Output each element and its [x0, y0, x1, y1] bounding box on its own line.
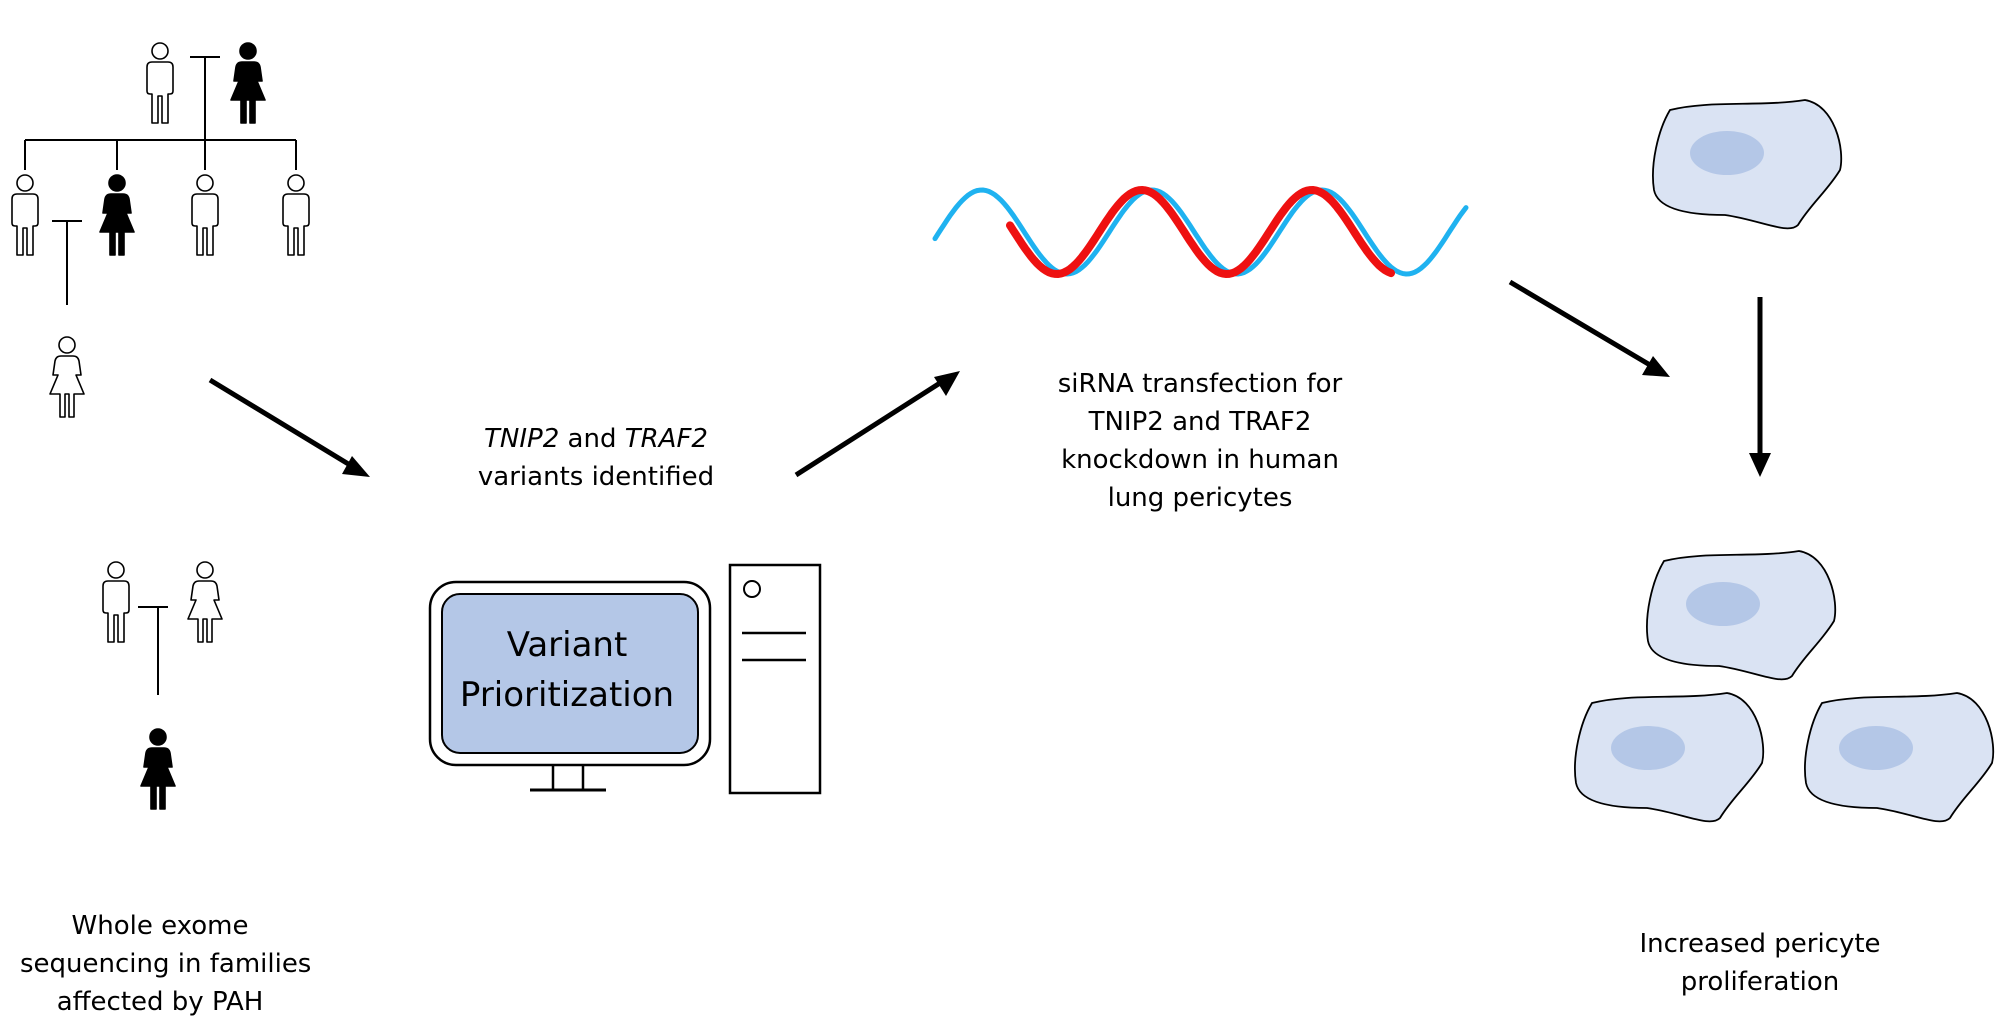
- male-unaffected-icon: [11, 174, 39, 256]
- pericyte-cells: [1574, 99, 1995, 823]
- arrow-computer-to-sirna: [794, 371, 960, 478]
- pericyte-cell: [1804, 692, 1995, 823]
- wes-label-line: affected by PAH: [56, 987, 264, 1017]
- proliferation-label: Increased pericyte proliferation: [1610, 925, 1910, 1001]
- wes-label-line: sequencing in families: [20, 949, 312, 979]
- screen-label: Variant Prioritization: [440, 620, 694, 720]
- screen-label-line: Prioritization: [459, 675, 675, 715]
- proliferation-label-line: proliferation: [1680, 967, 1840, 997]
- sirna-label: siRNA transfection for TNIP2 and TRAF2 k…: [1030, 365, 1370, 517]
- male-unaffected-icon: [102, 561, 130, 643]
- male-unaffected-icon: [191, 174, 219, 256]
- sirna-label-line: knockdown in human: [1061, 445, 1339, 475]
- male-unaffected-icon: [146, 42, 174, 124]
- helix-strand-red: [1006, 185, 1395, 279]
- arrow-sirna-to-cells: [1508, 279, 1670, 377]
- pedigree-lines: [24, 56, 297, 305]
- female-unaffected-icon: [187, 561, 223, 643]
- female-unaffected-icon: [49, 336, 85, 418]
- gene-traf2: TRAF2: [624, 424, 708, 454]
- gene-tnip2: TNIP2: [484, 424, 560, 454]
- power-button-icon: [743, 580, 761, 598]
- male-unaffected-icon: [282, 174, 310, 256]
- proliferation-label-line: Increased pericyte: [1639, 929, 1881, 959]
- female-affected-icon: [140, 728, 176, 810]
- computer-tower: [728, 563, 822, 795]
- variants-label: TNIP2 and TRAF2 variants identified: [436, 420, 756, 496]
- variants-label-line: variants identified: [477, 462, 715, 492]
- arrows: [208, 279, 1771, 478]
- female-affected-icon: [230, 42, 266, 124]
- sirna-label-line: TNIP2 and TRAF2: [1088, 407, 1312, 437]
- wes-label: Whole exome sequencing in families affec…: [20, 907, 312, 1021]
- female-affected-icon: [99, 174, 135, 256]
- computer-illustration: [428, 563, 822, 795]
- pedigree-family-2: [102, 561, 223, 810]
- sirna-label-line: lung pericytes: [1107, 483, 1293, 513]
- arrow-cell-to-proliferation: [1749, 297, 1771, 477]
- arrow-pedigree-to-computer: [208, 377, 370, 477]
- pericyte-cell: [1646, 550, 1837, 681]
- screen-label-line: Variant: [506, 625, 628, 665]
- pedigree-family-1: [11, 42, 310, 418]
- pedigree-lines: [138, 606, 168, 695]
- wes-label-line: Whole exome: [71, 911, 249, 941]
- label-connector: and: [559, 424, 625, 454]
- monitor-screen: [441, 593, 699, 754]
- pericyte-cell: [1574, 692, 1765, 823]
- helix-strand-blue: [932, 187, 1469, 277]
- sirna-helix-illustration: [932, 185, 1469, 279]
- pericyte-cell-single: [1652, 99, 1843, 230]
- sirna-label-line: siRNA transfection for: [1057, 369, 1343, 399]
